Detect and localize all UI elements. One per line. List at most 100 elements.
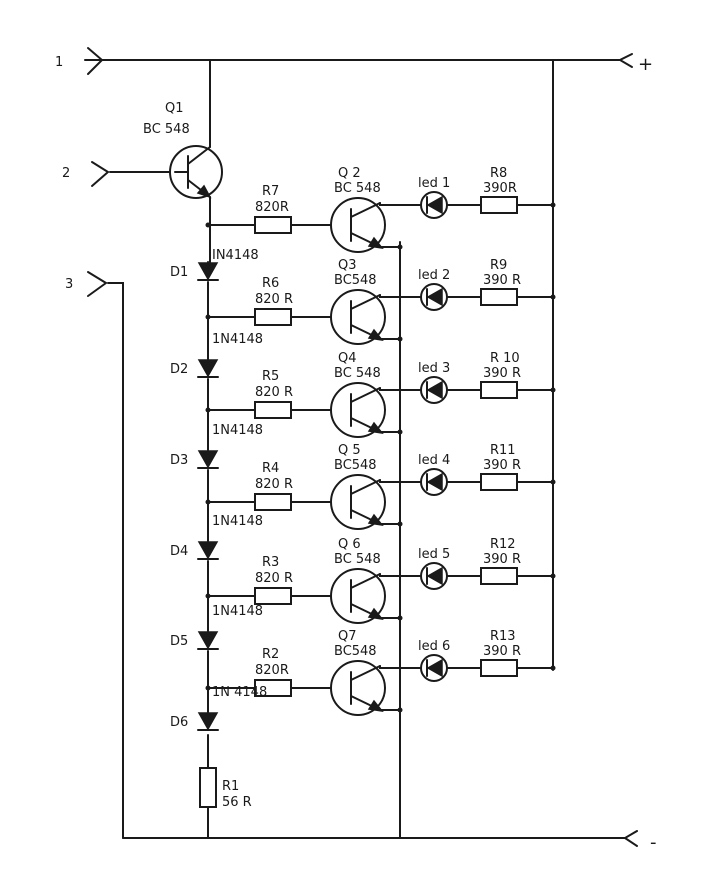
led-label-2: led 2 — [418, 268, 450, 283]
load-resistor-ref-label-2: R9 — [490, 258, 507, 273]
base-resistor-val-label-4: 820 R — [255, 477, 293, 492]
terminal-3-wire — [107, 282, 124, 839]
diode-ref-label-4: D4 — [170, 544, 188, 559]
transistor-q3 — [330, 289, 386, 345]
base-resistor-val-label-2: 820 R — [255, 292, 293, 307]
diode-ref-label-6: D6 — [170, 715, 188, 730]
load-resistor-val-label-1: 390R — [483, 181, 517, 196]
transistor-ref-label-3: Q4 — [338, 351, 357, 366]
diode-ref-label-1: D1 — [170, 265, 188, 280]
led-4 — [420, 468, 448, 496]
led-3 — [420, 376, 448, 404]
diode-5 — [197, 631, 219, 650]
load-resistor-ref-label-3: R 10 — [490, 351, 520, 366]
load-resistor-6 — [480, 659, 518, 677]
terminal-plus-label: + — [638, 54, 653, 75]
load-resistor-val-label-2: 390 R — [483, 273, 521, 288]
base-resistor-5 — [254, 587, 292, 605]
terminal-minus-chevron — [623, 830, 638, 847]
labels: 1 2 3 + - Q1 BC 548 R1 56 R — [55, 54, 657, 853]
transistor-q6 — [330, 568, 386, 624]
base-resistor-1 — [254, 216, 292, 234]
q1-type-label: BC 548 — [143, 122, 190, 137]
diode-ref-label-2: D2 — [170, 362, 188, 377]
diode-6 — [197, 712, 219, 731]
base-resistor-val-label-3: 820 R — [255, 385, 293, 400]
diode-type-label-4: 1N4148 — [212, 514, 263, 529]
load-resistor-val-label-6: 390 R — [483, 644, 521, 659]
led-label-1: led 1 — [418, 176, 450, 191]
resistor-r1 — [199, 767, 217, 808]
terminal-1-chevron — [87, 47, 104, 75]
transistor-type-label-1: BC 548 — [334, 181, 381, 196]
load-resistor-4 — [480, 473, 518, 491]
terminal-3-label: 3 — [65, 277, 73, 292]
terminal-plus-chevron — [617, 53, 633, 68]
led-6 — [420, 654, 448, 682]
base-resistor-val-label-1: 820R — [255, 200, 289, 215]
terminal-3-chevron — [87, 271, 108, 297]
transistor-ref-label-5: Q 6 — [338, 537, 361, 552]
diode-4 — [197, 541, 219, 560]
base-resistor-4 — [254, 493, 292, 511]
load-resistor-val-label-5: 390 R — [483, 552, 521, 567]
load-resistor-ref-label-5: R12 — [490, 537, 516, 552]
transistor-q1 — [169, 145, 223, 199]
load-resistor-val-label-3: 390 R — [483, 366, 521, 381]
terminal-2-chevron — [91, 161, 110, 187]
led-1 — [420, 191, 448, 219]
load-resistor-1 — [480, 196, 518, 214]
load-resistor-ref-label-4: R11 — [490, 443, 516, 458]
r1-ref-label: R1 — [222, 779, 239, 794]
diode-ref-label-5: D5 — [170, 634, 188, 649]
transistor-q4 — [330, 382, 386, 438]
base-resistor-val-label-5: 820 R — [255, 571, 293, 586]
load-resistor-ref-label-1: R8 — [490, 166, 507, 181]
base-resistor-val-label-6: 820R — [255, 663, 289, 678]
transistor-ref-label-1: Q 2 — [338, 166, 361, 181]
q1-ref-label: Q1 — [165, 101, 184, 116]
transistor-type-label-5: BC 548 — [334, 552, 381, 567]
transistor-type-label-4: BC548 — [334, 458, 377, 473]
transistor-type-label-3: BC 548 — [334, 366, 381, 381]
transistor-q2 — [330, 197, 386, 253]
terminal-1-label: 1 — [55, 55, 63, 70]
base-resistor-ref-label-3: R5 — [262, 369, 279, 384]
diode-type-label-3: 1N4148 — [212, 423, 263, 438]
transistor-ref-label-2: Q3 — [338, 258, 357, 273]
load-resistor-2 — [480, 288, 518, 306]
load-resistor-3 — [480, 381, 518, 399]
load-resistor-ref-label-6: R13 — [490, 629, 516, 644]
base-resistor-ref-label-4: R4 — [262, 461, 279, 476]
base-resistor-2 — [254, 308, 292, 326]
load-resistor-5 — [480, 567, 518, 585]
transistor-ref-label-4: Q 5 — [338, 443, 361, 458]
led-label-6: led 6 — [418, 639, 450, 654]
base-resistor-ref-label-6: R2 — [262, 647, 279, 662]
diode-2 — [197, 359, 219, 378]
transistor-ref-label-6: Q7 — [338, 629, 357, 644]
led-label-4: led 4 — [418, 453, 450, 468]
transistor-q7 — [330, 660, 386, 716]
transistor-type-label-6: BC548 — [334, 644, 377, 659]
terminal-2-label: 2 — [62, 166, 70, 181]
r1-val-label: 56 R — [222, 795, 252, 810]
base-resistor-ref-label-5: R3 — [262, 555, 279, 570]
wiring — [84, 59, 626, 839]
transistor-q5 — [330, 474, 386, 530]
led-label-5: led 5 — [418, 547, 450, 562]
led-2 — [420, 283, 448, 311]
load-resistor-val-label-4: 390 R — [483, 458, 521, 473]
led-label-3: led 3 — [418, 361, 450, 376]
led-5 — [420, 562, 448, 590]
base-resistor-3 — [254, 401, 292, 419]
diode-type-label-2: 1N4148 — [212, 332, 263, 347]
diode-1 — [197, 262, 219, 281]
